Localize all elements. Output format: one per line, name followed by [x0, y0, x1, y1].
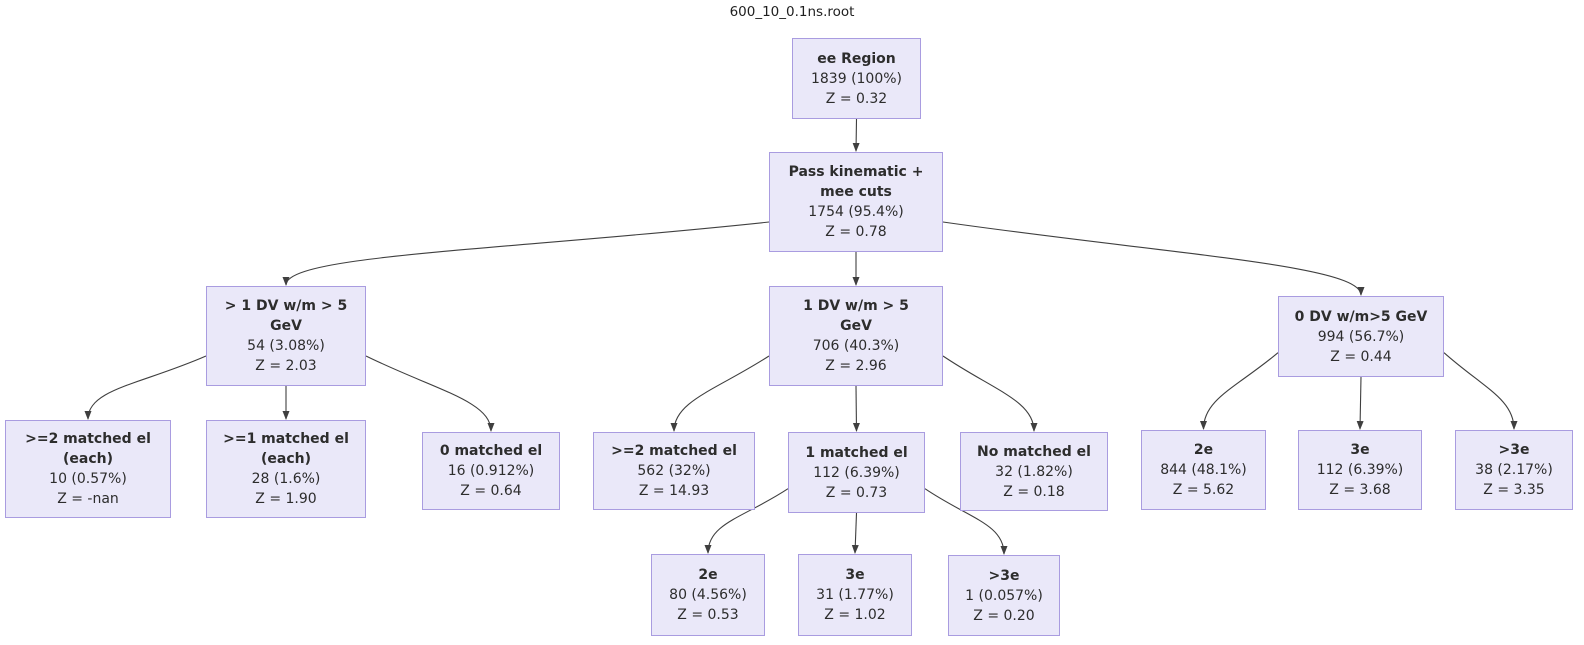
edge-onedv-to-match1	[852, 385, 860, 432]
node-z-score: Z = 0.20	[973, 607, 1035, 624]
node-z-score: Z = 0.18	[1003, 483, 1065, 500]
node-count: 32 (1.82%)	[995, 463, 1073, 480]
node-z-score: Z = 2.03	[255, 358, 317, 374]
node-z-score: Z = -nan	[57, 491, 119, 507]
tree-node-match0: 0 matched el 16 (0.912%) Z = 0.64	[422, 432, 560, 510]
node-z-score: Z = 1.90	[255, 491, 317, 507]
edge-zerodv-to-r3e	[1356, 376, 1364, 430]
node-z-score: Z = 5.62	[1172, 482, 1235, 498]
node-title: 0 matched el	[439, 443, 543, 459]
node-count: 31 (1.77%)	[816, 587, 894, 603]
edge-pass-to-zerodv	[942, 221, 1365, 296]
node-count: 80 (4.56%)	[669, 587, 747, 603]
node-z-score: Z = 0.78	[825, 224, 887, 240]
node-title: 2e	[698, 567, 718, 583]
edge-gt1dv-to-ge2each	[84, 355, 207, 420]
tree-node-zerodv: 0 DV w/m>5 GeV 994 (56.7%) Z = 0.44	[1278, 296, 1444, 377]
node-z-score: Z = 2.96	[825, 358, 887, 374]
node-count: 994 (56.7%)	[1317, 328, 1405, 345]
tree-node-r2e: 2e 844 (48.1%) Z = 5.62	[1141, 430, 1266, 510]
node-title: >=2 matched el (each)	[25, 431, 151, 467]
tree-node-match1: 1 matched el 112 (6.39%) Z = 0.73	[788, 432, 925, 513]
node-z-score: Z = 14.93	[638, 483, 710, 499]
tree-node-root: ee Region 1839 (100%) Z = 0.32	[792, 38, 921, 119]
node-z-score: Z = 0.73	[825, 484, 888, 501]
node-z-score: Z = 0.64	[460, 483, 522, 499]
edge-match1-to-bgt3e	[924, 488, 1008, 555]
node-title: 1 DV w/m > 5 GeV	[803, 298, 909, 334]
node-title: ee Region	[817, 50, 896, 67]
tree-node-ge2: >=2 matched el 562 (32%) Z = 14.93	[593, 432, 755, 510]
node-count: 16 (0.912%)	[447, 463, 535, 479]
edge-match1-to-b2e	[704, 488, 789, 554]
node-title: > 1 DV w/m > 5 GeV	[224, 298, 348, 334]
edge-zerodv-to-r2e	[1200, 352, 1279, 430]
tree-node-r3e: 3e 112 (6.39%) Z = 3.68	[1298, 430, 1422, 510]
node-count: 28 (1.6%)	[251, 471, 321, 487]
tree-node-b2e: 2e 80 (4.56%) Z = 0.53	[651, 554, 765, 636]
diagram-title: 600_10_0.1ns.root	[729, 4, 855, 20]
tree-node-ge2each: >=2 matched el (each) 10 (0.57%) Z = -na…	[5, 420, 171, 518]
edge-onedv-to-nomatch	[942, 355, 1038, 432]
node-z-score: Z = 1.02	[824, 607, 886, 623]
node-count: 54 (3.08%)	[247, 338, 325, 354]
edge-match1-to-b3e	[851, 512, 859, 554]
node-title: >=2 matched el	[611, 443, 737, 459]
node-z-score: Z = 0.32	[825, 90, 888, 107]
node-count: 1754 (95.4%)	[808, 204, 904, 220]
node-z-score: Z = 0.44	[1330, 348, 1392, 365]
edge-onedv-to-ge2	[670, 355, 770, 432]
node-title: 0 DV w/m>5 GeV	[1294, 308, 1428, 325]
tree-node-bgt3e: >3e 1 (0.057%) Z = 0.20	[948, 555, 1060, 636]
node-title: 3e	[845, 567, 865, 583]
tree-node-ge1each: >=1 matched el (each) 28 (1.6%) Z = 1.90	[206, 420, 366, 518]
tree-node-pass: Pass kinematic + mee cuts 1754 (95.4%) Z…	[769, 152, 943, 252]
edge-gt1dv-to-match0	[365, 355, 495, 432]
edge-pass-to-gt1dv	[282, 221, 770, 286]
node-count: 562 (32%)	[637, 463, 711, 479]
tree-node-onedv: 1 DV w/m > 5 GeV 706 (40.3%) Z = 2.96	[769, 286, 943, 386]
node-title: >3e	[988, 567, 1020, 584]
tree-node-nomatch: No matched el 32 (1.82%) Z = 0.18	[960, 432, 1108, 511]
node-count: 844 (48.1%)	[1160, 462, 1247, 478]
node-count: 706 (40.3%)	[812, 338, 900, 354]
edge-root-to-pass	[852, 118, 860, 152]
node-title: No matched el	[977, 443, 1091, 460]
tree-node-rgt3e: >3e 38 (2.17%) Z = 3.35	[1455, 430, 1573, 510]
tree-node-gt1dv: > 1 DV w/m > 5 GeV 54 (3.08%) Z = 2.03	[206, 286, 366, 386]
node-count: 112 (6.39%)	[1316, 462, 1404, 478]
node-count: 112 (6.39%)	[813, 464, 900, 481]
node-title: 2e	[1193, 442, 1214, 458]
node-count: 38 (2.17%)	[1475, 462, 1553, 478]
node-count: 10 (0.57%)	[49, 471, 127, 487]
node-title: >=1 matched el (each)	[223, 431, 349, 467]
edge-zerodv-to-rgt3e	[1443, 352, 1518, 430]
tree-node-b3e: 3e 31 (1.77%) Z = 1.02	[798, 554, 912, 636]
node-title: Pass kinematic + mee cuts	[788, 164, 924, 200]
node-z-score: Z = 3.35	[1483, 482, 1545, 498]
node-count: 1839 (100%)	[810, 70, 903, 87]
node-z-score: Z = 0.53	[677, 607, 739, 623]
node-title: 3e	[1350, 442, 1370, 458]
node-title: 1 matched el	[805, 444, 908, 461]
node-title: >3e	[1498, 442, 1530, 458]
node-count: 1 (0.057%)	[965, 587, 1043, 604]
node-z-score: Z = 3.68	[1329, 482, 1391, 498]
